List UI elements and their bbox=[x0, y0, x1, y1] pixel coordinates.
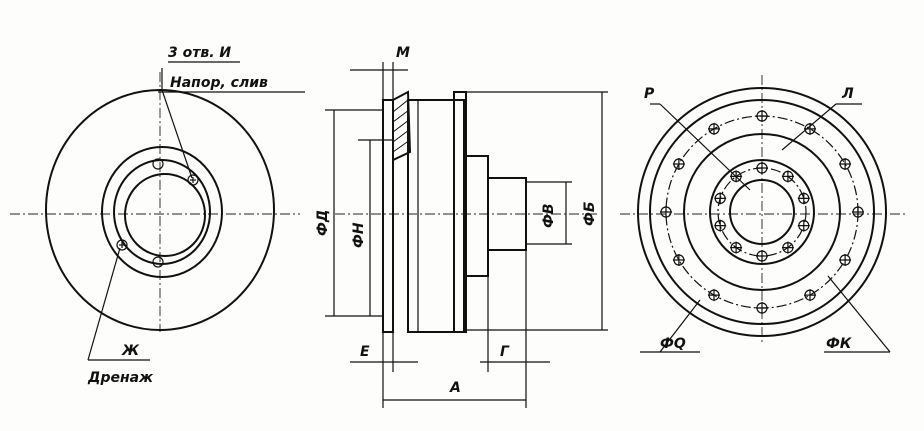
bolt-hole bbox=[152, 256, 164, 268]
bolt-hole-cross bbox=[714, 219, 727, 232]
right-inner-circle bbox=[709, 159, 815, 265]
bolt-hole-cross bbox=[708, 122, 720, 135]
left-hub-outer bbox=[101, 146, 223, 278]
bolt-hole-cross bbox=[804, 289, 816, 302]
phi-k-leader bbox=[827, 275, 891, 353]
plate-front bbox=[382, 99, 394, 333]
bolt-hole-cross bbox=[852, 206, 864, 218]
bolt-hole bbox=[116, 239, 128, 251]
bolt-hole-cross bbox=[714, 192, 727, 205]
left-bore bbox=[124, 173, 206, 257]
label-phi-k: ФК bbox=[826, 336, 852, 352]
bolt-hole-cross bbox=[756, 162, 768, 174]
right-bolt-holes bbox=[660, 110, 864, 314]
plate-section bbox=[392, 90, 412, 162]
label-phi-n: ФН bbox=[351, 222, 367, 248]
label-phi-d: ФД bbox=[315, 210, 331, 236]
l-leader bbox=[781, 103, 837, 151]
label-l: Л bbox=[841, 86, 854, 102]
right-outer-circle bbox=[637, 87, 887, 337]
bolt-hole-cross bbox=[730, 241, 743, 254]
right-second-circle bbox=[649, 99, 875, 325]
bolt-hole-cross bbox=[797, 219, 810, 232]
bolt-hole-cross bbox=[672, 254, 685, 266]
bolt-hole-cross bbox=[781, 170, 794, 183]
label-a: А bbox=[449, 380, 461, 396]
bolt-hole-cross bbox=[756, 110, 768, 122]
label-m: М bbox=[396, 45, 410, 61]
r-leader bbox=[659, 103, 751, 191]
drain-leader bbox=[87, 247, 121, 361]
label-pressure: Напор, слив bbox=[170, 75, 268, 91]
label-phi-b: ФБ bbox=[582, 201, 598, 226]
bolt-hole-cross bbox=[804, 122, 816, 135]
label-phi-q: ФQ bbox=[660, 336, 686, 352]
bolt-hole bbox=[152, 158, 164, 170]
bolt-hole-cross bbox=[797, 192, 810, 205]
section-hatching bbox=[392, 99, 411, 153]
label-drain: Дренаж bbox=[87, 370, 154, 386]
bolt-hole-cross bbox=[839, 254, 852, 266]
right-bore bbox=[729, 179, 795, 245]
label-e: Е bbox=[360, 344, 370, 360]
bolt-hole-cross bbox=[708, 289, 720, 302]
bolt-hole-cross bbox=[756, 250, 768, 262]
left-outer-flange bbox=[45, 89, 275, 331]
bolt-hole bbox=[187, 174, 199, 186]
bolt-hole-cross bbox=[756, 302, 768, 314]
right-mid-circle bbox=[683, 133, 841, 291]
label-phi-v: ФВ bbox=[541, 203, 557, 228]
step-1 bbox=[465, 155, 489, 277]
bolt-hole-cross bbox=[781, 241, 794, 254]
label-r: Р bbox=[644, 86, 655, 102]
shaft-end bbox=[487, 177, 527, 251]
left-view: 3 отв. И Напор, слив Ж Дренаж bbox=[10, 45, 305, 386]
label-g: Г bbox=[500, 344, 510, 360]
bolt-hole-cross bbox=[660, 206, 672, 218]
label-holes: 3 отв. И bbox=[168, 45, 231, 61]
side-view: М ФД ФН ФВ ФБ Е Г А bbox=[315, 45, 608, 408]
holes-leader bbox=[161, 68, 193, 179]
phi-q-leader bbox=[659, 299, 701, 353]
bolt-hole-cross bbox=[672, 158, 685, 170]
bolt-hole-cross bbox=[839, 158, 852, 170]
left-bolt-holes bbox=[116, 158, 199, 268]
right-view: Р Л ФQ ФК bbox=[620, 75, 905, 353]
label-zh: Ж bbox=[121, 343, 140, 359]
body-main bbox=[407, 99, 465, 333]
